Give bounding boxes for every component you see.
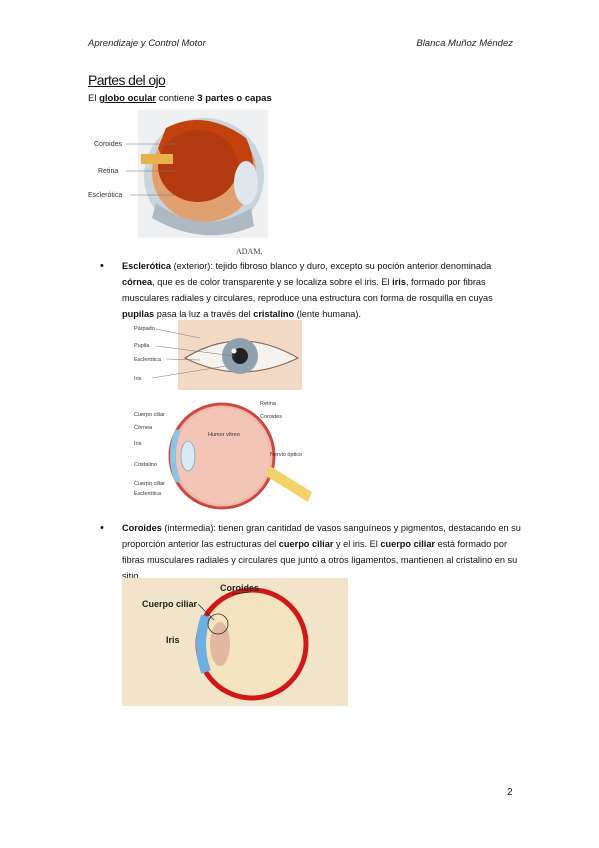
- label-cristalino: Cristalino: [134, 462, 157, 468]
- external-eye-figure: Párpado Pupila Esclerótica Iris: [134, 320, 302, 390]
- label-esclerotica-2: Esclerótica: [134, 357, 162, 363]
- label-parpado: Párpado: [134, 326, 155, 332]
- label-humor-vitreo: Humor vítreo: [208, 432, 240, 438]
- label-coroides-3: Coroides: [220, 583, 259, 593]
- eye-cross-section-figure: Coroides Retina Esclerótica ADAM.: [88, 110, 268, 256]
- label-cuerpo-ciliar-bottom: Cuerpo ciliar: [134, 481, 165, 487]
- eye-anatomy-figure: Humor vítreo Cuerpo ciliar Córnea Iris C…: [134, 401, 312, 510]
- label-coroides-2: Coroides: [260, 414, 282, 420]
- label-coroides: Coroides: [94, 141, 123, 148]
- header-left: Aprendizaje y Control Motor: [88, 38, 206, 49]
- intro-text: El globo ocular contiene 3 partes o capa…: [88, 93, 272, 104]
- label-retina: Retina: [98, 168, 118, 175]
- label-iris-2: Iris: [134, 441, 142, 447]
- header-right: Blanca Muñoz Méndez: [416, 38, 513, 49]
- label-cuerpo-ciliar-top: Cuerpo ciliar: [134, 412, 165, 418]
- label-nervio-optico: Nervio óptico: [270, 452, 302, 458]
- label-esclerotica: Esclerótica: [88, 192, 122, 199]
- credit-adam: ADAM.: [236, 247, 262, 256]
- label-cuerpo-ciliar-3: Cuerpo ciliar: [142, 599, 198, 609]
- bullet-coroides: •: [100, 522, 104, 534]
- label-pupila: Pupila: [134, 343, 150, 349]
- page-title: Partes del ojo: [88, 72, 166, 88]
- bullet-esclerotica: •: [100, 260, 104, 272]
- coroides-diagram-figure: Coroides Cuerpo ciliar Iris: [122, 578, 348, 706]
- coroides-paragraph: Coroides (intermedia): tienen gran canti…: [122, 523, 521, 581]
- label-iris: Iris: [134, 376, 142, 382]
- label-iris-3: Iris: [166, 635, 180, 645]
- label-cornea: Córnea: [134, 425, 153, 431]
- page-number: 2: [507, 787, 513, 798]
- label-esclerotica-3: Esclerótica: [134, 491, 162, 497]
- esclerotica-paragraph: Esclerótica (exterior): tejido fibroso b…: [122, 261, 493, 319]
- label-retina-2: Retina: [260, 401, 277, 407]
